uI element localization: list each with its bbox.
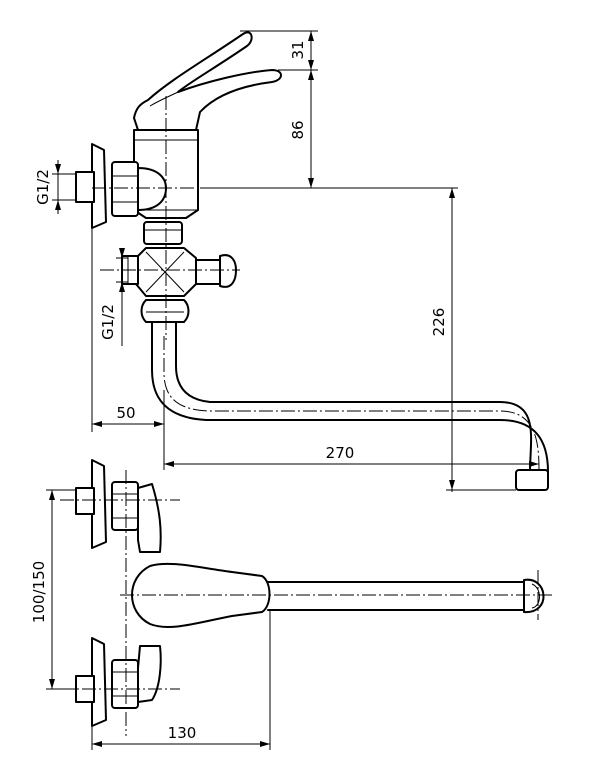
eccentric-connector-top: [75, 171, 95, 203]
spout-tube-side: [151, 321, 549, 473]
spout-end-front: [523, 578, 545, 614]
dim-spout-height: [300, 187, 516, 492]
dim-thread-bottom: [116, 248, 128, 346]
wall-rosette-upper: [91, 459, 107, 549]
diverter-knob: [219, 254, 237, 288]
dim-86-label: 86: [289, 120, 307, 139]
dim-g12-bottom-label: G1/2: [99, 304, 117, 340]
dim-226-label: 226: [430, 308, 448, 337]
dim-31-label: 31: [289, 40, 307, 59]
lever-handle-side: [133, 31, 282, 131]
dim-g12-top-label: G1/2: [34, 169, 52, 205]
dim-100-150-label: 100/150: [30, 561, 48, 623]
connection-nut-upper: [111, 481, 139, 531]
dim-130-label: 130: [168, 724, 197, 742]
spout-aerator: [515, 469, 549, 491]
spout-swivel-nut: [140, 299, 190, 323]
connection-nut-top: [111, 161, 139, 217]
side-view: 31 86 G1/2 G1/2 226: [34, 30, 549, 492]
dim-inlet-spacing: [46, 489, 76, 690]
dim-50-label: 50: [116, 404, 135, 422]
body-lower-nut: [143, 221, 183, 245]
dim-spout-reach: [164, 461, 539, 467]
dim-body-depth: [91, 610, 271, 750]
lever-body-front: [131, 562, 271, 628]
spout-tube-front: [267, 581, 544, 611]
dim-handle: [200, 30, 318, 189]
dim-thread-top: [52, 160, 76, 214]
dim-270-label: 270: [326, 444, 355, 462]
dim-wall-offset: [91, 228, 165, 470]
front-view: 100/150 130: [30, 459, 552, 750]
connection-nut-lower: [111, 659, 139, 709]
mixer-body-front: [137, 483, 162, 553]
